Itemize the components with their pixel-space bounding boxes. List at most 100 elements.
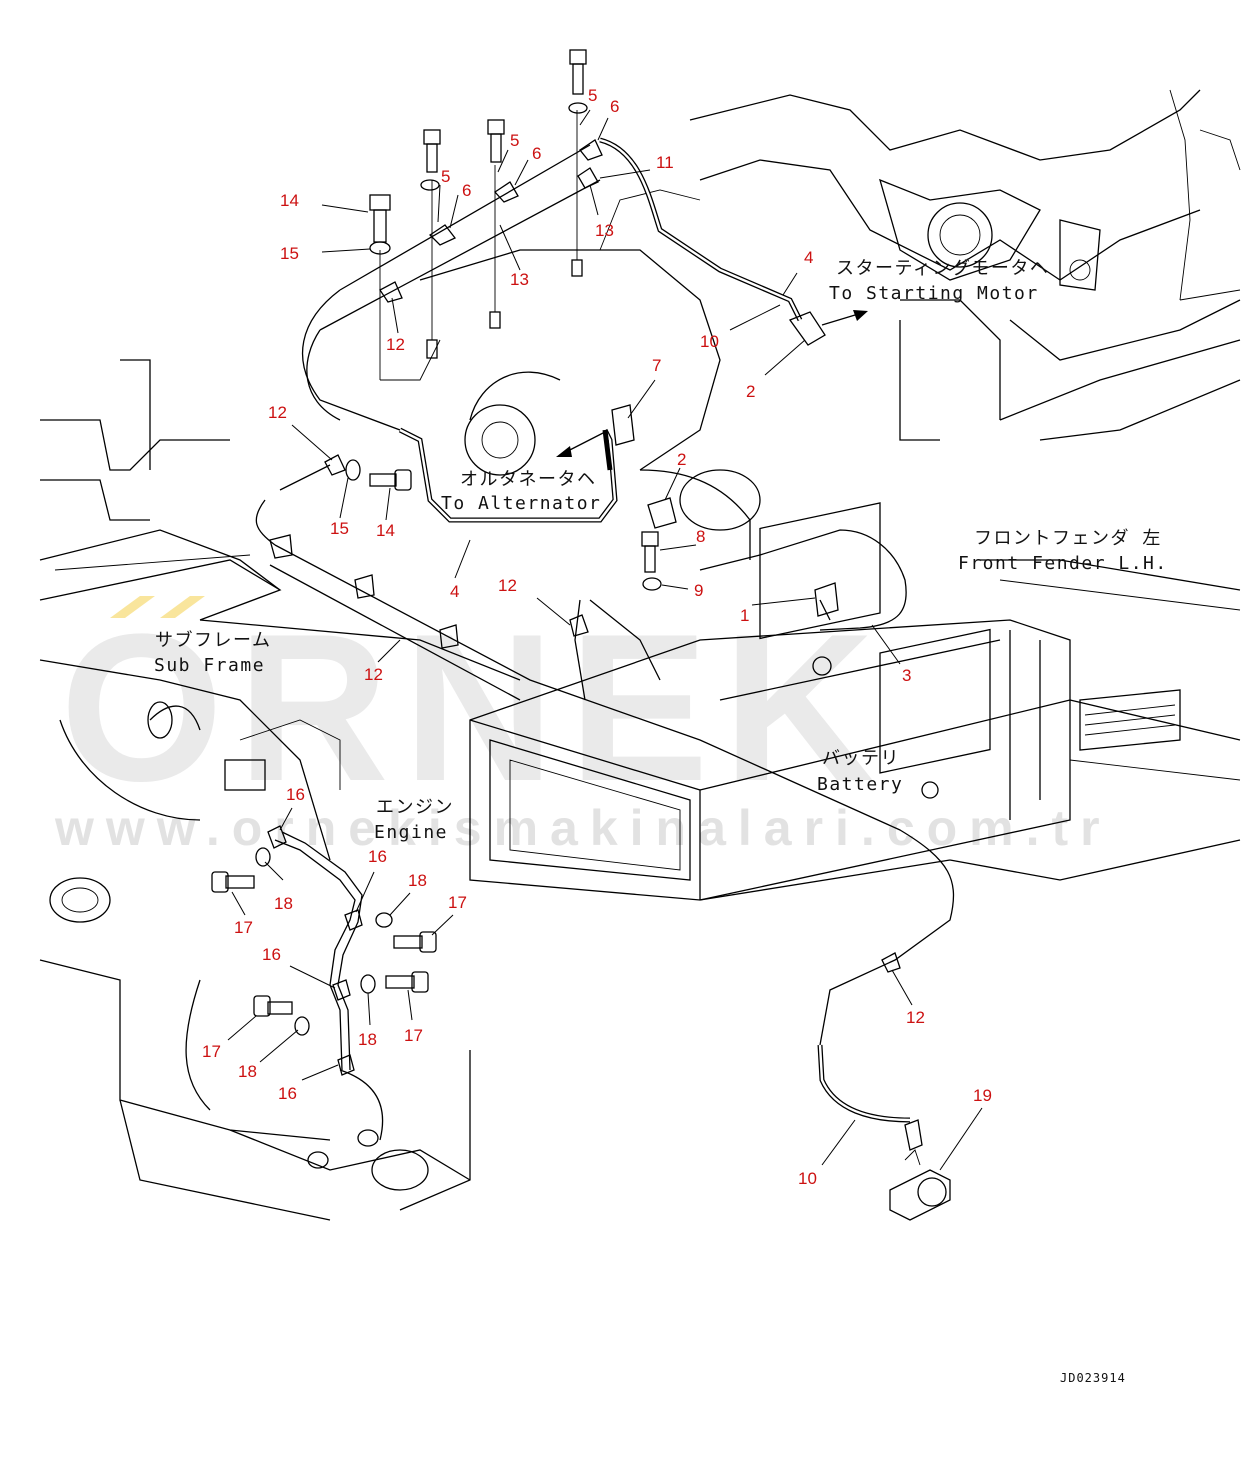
callout-10: 10	[700, 332, 719, 351]
callout-17: 17	[234, 918, 253, 937]
watermark: ORNEK www.ornekismakinalari.com.tr	[54, 590, 1112, 856]
bolt-14-top	[369, 194, 391, 243]
callout-6: 6	[532, 144, 541, 163]
washer-18	[255, 847, 271, 867]
watermark-url: www.ornekismakinalari.com.tr	[54, 800, 1112, 856]
callout-5: 5	[510, 131, 519, 150]
callout-12: 12	[364, 665, 383, 684]
callout-16: 16	[368, 847, 387, 866]
callout-18: 18	[358, 1030, 377, 1049]
callout-11: 11	[656, 153, 674, 172]
callout-12: 12	[906, 1008, 925, 1027]
callout-13: 13	[595, 221, 614, 240]
label-engine-jp: エンジン	[376, 797, 454, 818]
starter-motor	[889, 1149, 951, 1221]
bolt-17	[385, 971, 429, 993]
terminal-boot-1	[814, 582, 839, 617]
bolt-17	[211, 871, 255, 893]
bolt-17	[393, 931, 437, 953]
terminal-boot-7	[611, 404, 635, 446]
terminal-boot-2b	[647, 497, 677, 529]
clamp-12	[569, 614, 589, 637]
spacer	[571, 259, 583, 277]
terminal-boot-2	[788, 311, 826, 346]
clamp	[579, 139, 603, 161]
clamp-12	[439, 624, 459, 649]
watermark-logo-mark-2	[160, 596, 205, 618]
bolt	[569, 49, 587, 95]
direction-arrows	[556, 310, 868, 457]
callout-10: 10	[798, 1169, 817, 1188]
callout-12: 12	[386, 335, 405, 354]
terminal-19	[904, 1119, 923, 1151]
washer	[420, 179, 440, 191]
label-front-fender-jp: フロントフェンダ 左	[974, 528, 1162, 549]
callout-numbers: 5 6 5 6 11 5 6 14 15 13 13 12 4 10 2 7 2…	[202, 86, 992, 1188]
washer-18	[294, 1016, 310, 1036]
callout-18: 18	[274, 894, 293, 913]
clamp-12	[379, 281, 403, 303]
callout-2: 2	[746, 382, 755, 401]
clamp-16	[337, 1054, 355, 1076]
spacer	[489, 311, 501, 329]
callout-17: 17	[202, 1042, 221, 1061]
callout-14: 14	[376, 521, 395, 540]
callout-7: 7	[652, 356, 661, 375]
label-alternator-jp: オルタネータヘ	[460, 469, 597, 490]
cables	[255, 137, 955, 1123]
washer-15-mid	[345, 459, 361, 481]
callout-15: 15	[330, 519, 349, 538]
label-starting-motor-en: To Starting Motor	[829, 283, 1039, 304]
arrow-head	[853, 310, 868, 321]
bolt-8	[641, 531, 659, 573]
bolt-17	[253, 995, 293, 1017]
callout-9: 9	[694, 581, 703, 600]
callout-4: 4	[804, 248, 813, 267]
callout-16: 16	[278, 1084, 297, 1103]
label-sub-frame-en: Sub Frame	[154, 655, 265, 676]
callout-15: 15	[280, 244, 299, 263]
callout-12: 12	[498, 576, 517, 595]
callout-14: 14	[280, 191, 299, 210]
clamp-12	[354, 574, 375, 599]
drawing-code: JD023914	[1060, 1371, 1126, 1385]
clamp-12	[269, 534, 293, 559]
clamp-16	[267, 825, 287, 849]
callout-6: 6	[462, 181, 471, 200]
label-battery-en: Battery	[817, 774, 903, 795]
callout-13: 13	[510, 270, 529, 289]
machine-structure	[39, 89, 1241, 1221]
callout-19: 19	[973, 1086, 992, 1105]
callout-17: 17	[404, 1026, 423, 1045]
label-alternator-en: To Alternator	[441, 493, 601, 514]
label-engine-en: Engine	[374, 822, 448, 843]
callout-4: 4	[450, 582, 459, 601]
leader-lines	[227, 109, 983, 1171]
label-front-fender-en: Front Fender L.H.	[958, 553, 1168, 574]
bolt	[423, 129, 441, 173]
callout-5: 5	[588, 86, 597, 105]
hardware	[211, 49, 923, 1151]
callout-5: 5	[441, 167, 450, 186]
callout-16: 16	[286, 785, 305, 804]
callout-16: 16	[262, 945, 281, 964]
clamp-16	[332, 979, 351, 1001]
callout-6: 6	[610, 97, 619, 116]
callout-8: 8	[696, 527, 705, 546]
annotation-labels: スターティングモータヘ To Starting Motor オルタネータヘ To…	[154, 258, 1168, 1385]
arrow-head	[556, 446, 572, 457]
clamp-11	[577, 167, 599, 189]
callout-2: 2	[677, 450, 686, 469]
label-starting-motor-jp: スターティングモータヘ	[836, 258, 1049, 279]
label-battery-jp: バッテリ	[822, 748, 900, 769]
clamp-16	[344, 909, 363, 931]
callout-18: 18	[408, 871, 427, 890]
clamp-12	[881, 952, 901, 973]
watermark-brand: ORNEK	[60, 590, 888, 825]
watermark-logo-mark	[110, 596, 155, 618]
callout-1: 1	[740, 606, 749, 625]
washer-18	[375, 912, 393, 928]
washer	[568, 102, 588, 114]
label-sub-frame-jp: サブフレーム	[155, 629, 271, 651]
